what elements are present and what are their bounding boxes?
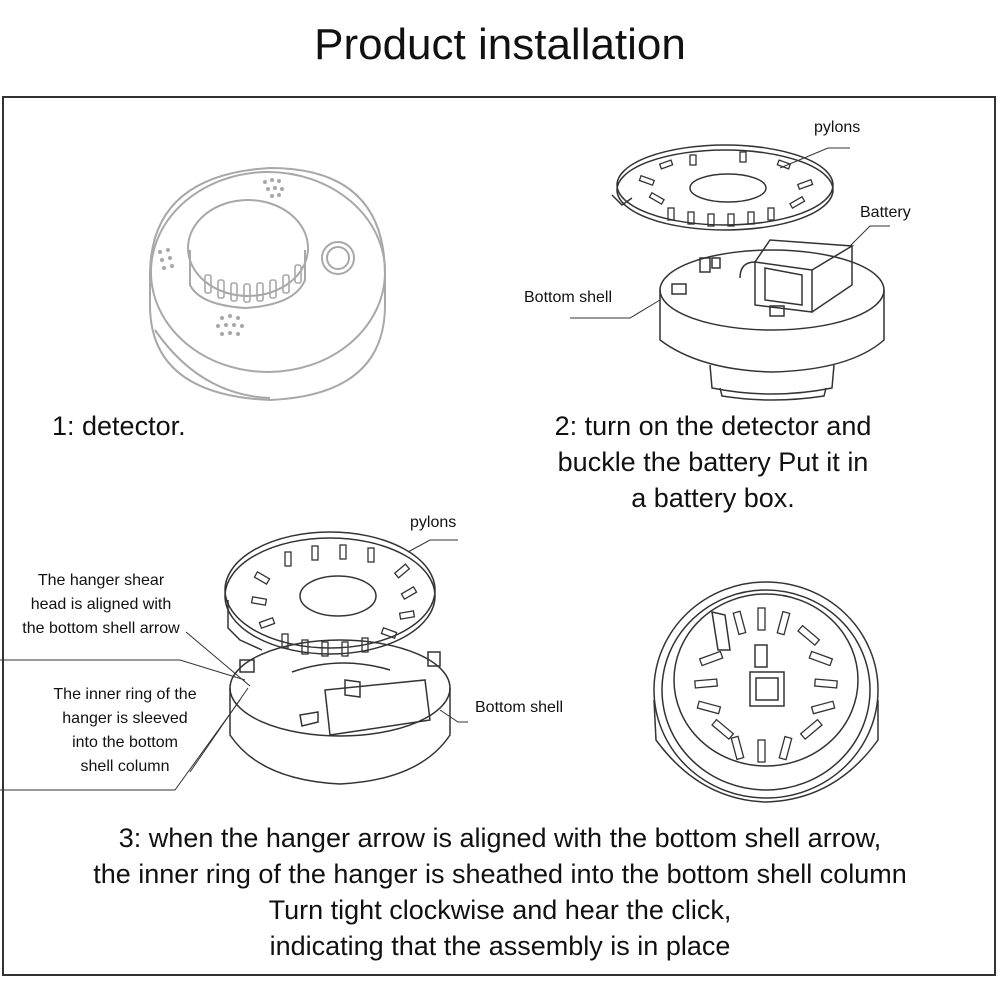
arrow-note-line: The hanger shear bbox=[37, 572, 165, 589]
arrow-note-line: head is aligned with bbox=[30, 596, 172, 613]
ring-note-line: into the bottom bbox=[72, 734, 178, 751]
step2-label-battery: Battery bbox=[860, 204, 911, 221]
step2-caption: 2: turn on the detector and buckle the b… bbox=[500, 408, 926, 516]
step1-caption: 1: detector. bbox=[52, 411, 186, 441]
detector-illustration bbox=[149, 166, 386, 402]
step3-label-pylons: pylons bbox=[410, 514, 457, 531]
step2-label-pylons: pylons bbox=[814, 119, 861, 136]
step3-ring-note: The inner ring of the hanger is sleeved … bbox=[30, 683, 220, 779]
assembled-detector-illustration bbox=[653, 581, 879, 803]
step3-caption-line: 3: when the hanger arrow is aligned with… bbox=[118, 823, 882, 853]
step3-caption: 3: when the hanger arrow is aligned with… bbox=[20, 820, 980, 964]
step3-arrow-note: The hanger shear head is aligned with th… bbox=[6, 569, 196, 641]
step2-caption-line: a battery box. bbox=[631, 483, 795, 513]
hanger-alignment-illustration bbox=[0, 531, 468, 791]
page-title: Product installation bbox=[314, 20, 686, 69]
ring-note-line: hanger is sleeved bbox=[62, 710, 188, 727]
arrow-note-line: the bottom shell arrow bbox=[22, 620, 180, 637]
step3-label-bottom-shell: Bottom shell bbox=[475, 699, 564, 716]
step2-label-bottom-shell: Bottom shell bbox=[524, 289, 613, 306]
step2-caption-line: 2: turn on the detector and bbox=[554, 411, 872, 441]
step2-caption-line: buckle the battery Put it in bbox=[557, 447, 869, 477]
ring-note-line: The inner ring of the bbox=[53, 686, 197, 703]
ring-note-line: shell column bbox=[80, 758, 170, 775]
battery-assembly-illustration bbox=[570, 144, 890, 401]
diagram-frame bbox=[2, 96, 996, 976]
step3-caption-line: Turn tight clockwise and hear the click, bbox=[268, 895, 732, 925]
step3-caption-line: the inner ring of the hanger is sheathed… bbox=[93, 859, 907, 889]
step3-caption-line: indicating that the assembly is in place bbox=[269, 931, 731, 961]
